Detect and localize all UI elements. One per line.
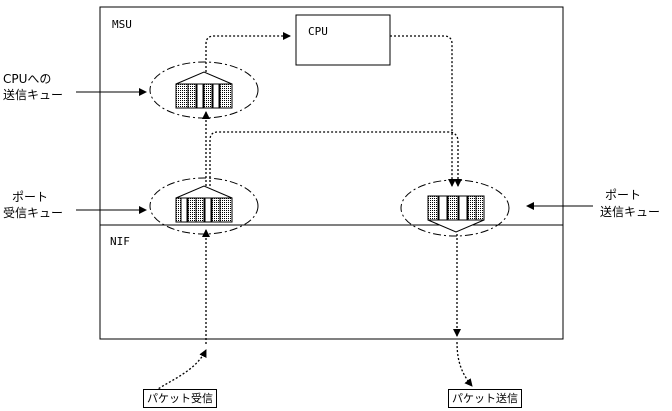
msu-label: MSU	[112, 18, 132, 31]
packet-rx-curve-arrow	[151, 349, 207, 394]
msu-nif-outer-box	[99, 6, 564, 340]
port-rx-queue-label-line2: 受信キュー	[3, 206, 64, 220]
cpu-box	[295, 14, 391, 66]
cpu-queue-to-cpu-arrow	[205, 32, 291, 72]
packet-tx-curve-arrow	[456, 341, 473, 387]
port-tx-queue-icon	[427, 195, 485, 233]
packet-rx-label: パケット受信	[143, 389, 217, 408]
cpu-to-tx-queue-arrow	[390, 35, 456, 187]
packet-tx-label: パケット送信	[448, 389, 522, 408]
port-tx-queue-label-line2: 送信キュー	[600, 205, 661, 219]
cpu-label: CPU	[308, 25, 328, 38]
rx-bypass-to-tx-queue-arrow	[209, 131, 462, 187]
port-tx-queue-label-line1: ポート	[605, 188, 642, 202]
nif-label: NIF	[110, 235, 130, 248]
port-rx-queue-icon	[175, 185, 233, 223]
cpu-queue-icon	[175, 71, 233, 109]
cpu-queue-label-line1: CPUへの	[3, 72, 52, 86]
port-rx-queue-label-line1: ポート	[12, 190, 49, 204]
cpu-queue-label-line2: 送信キュー	[3, 88, 64, 102]
